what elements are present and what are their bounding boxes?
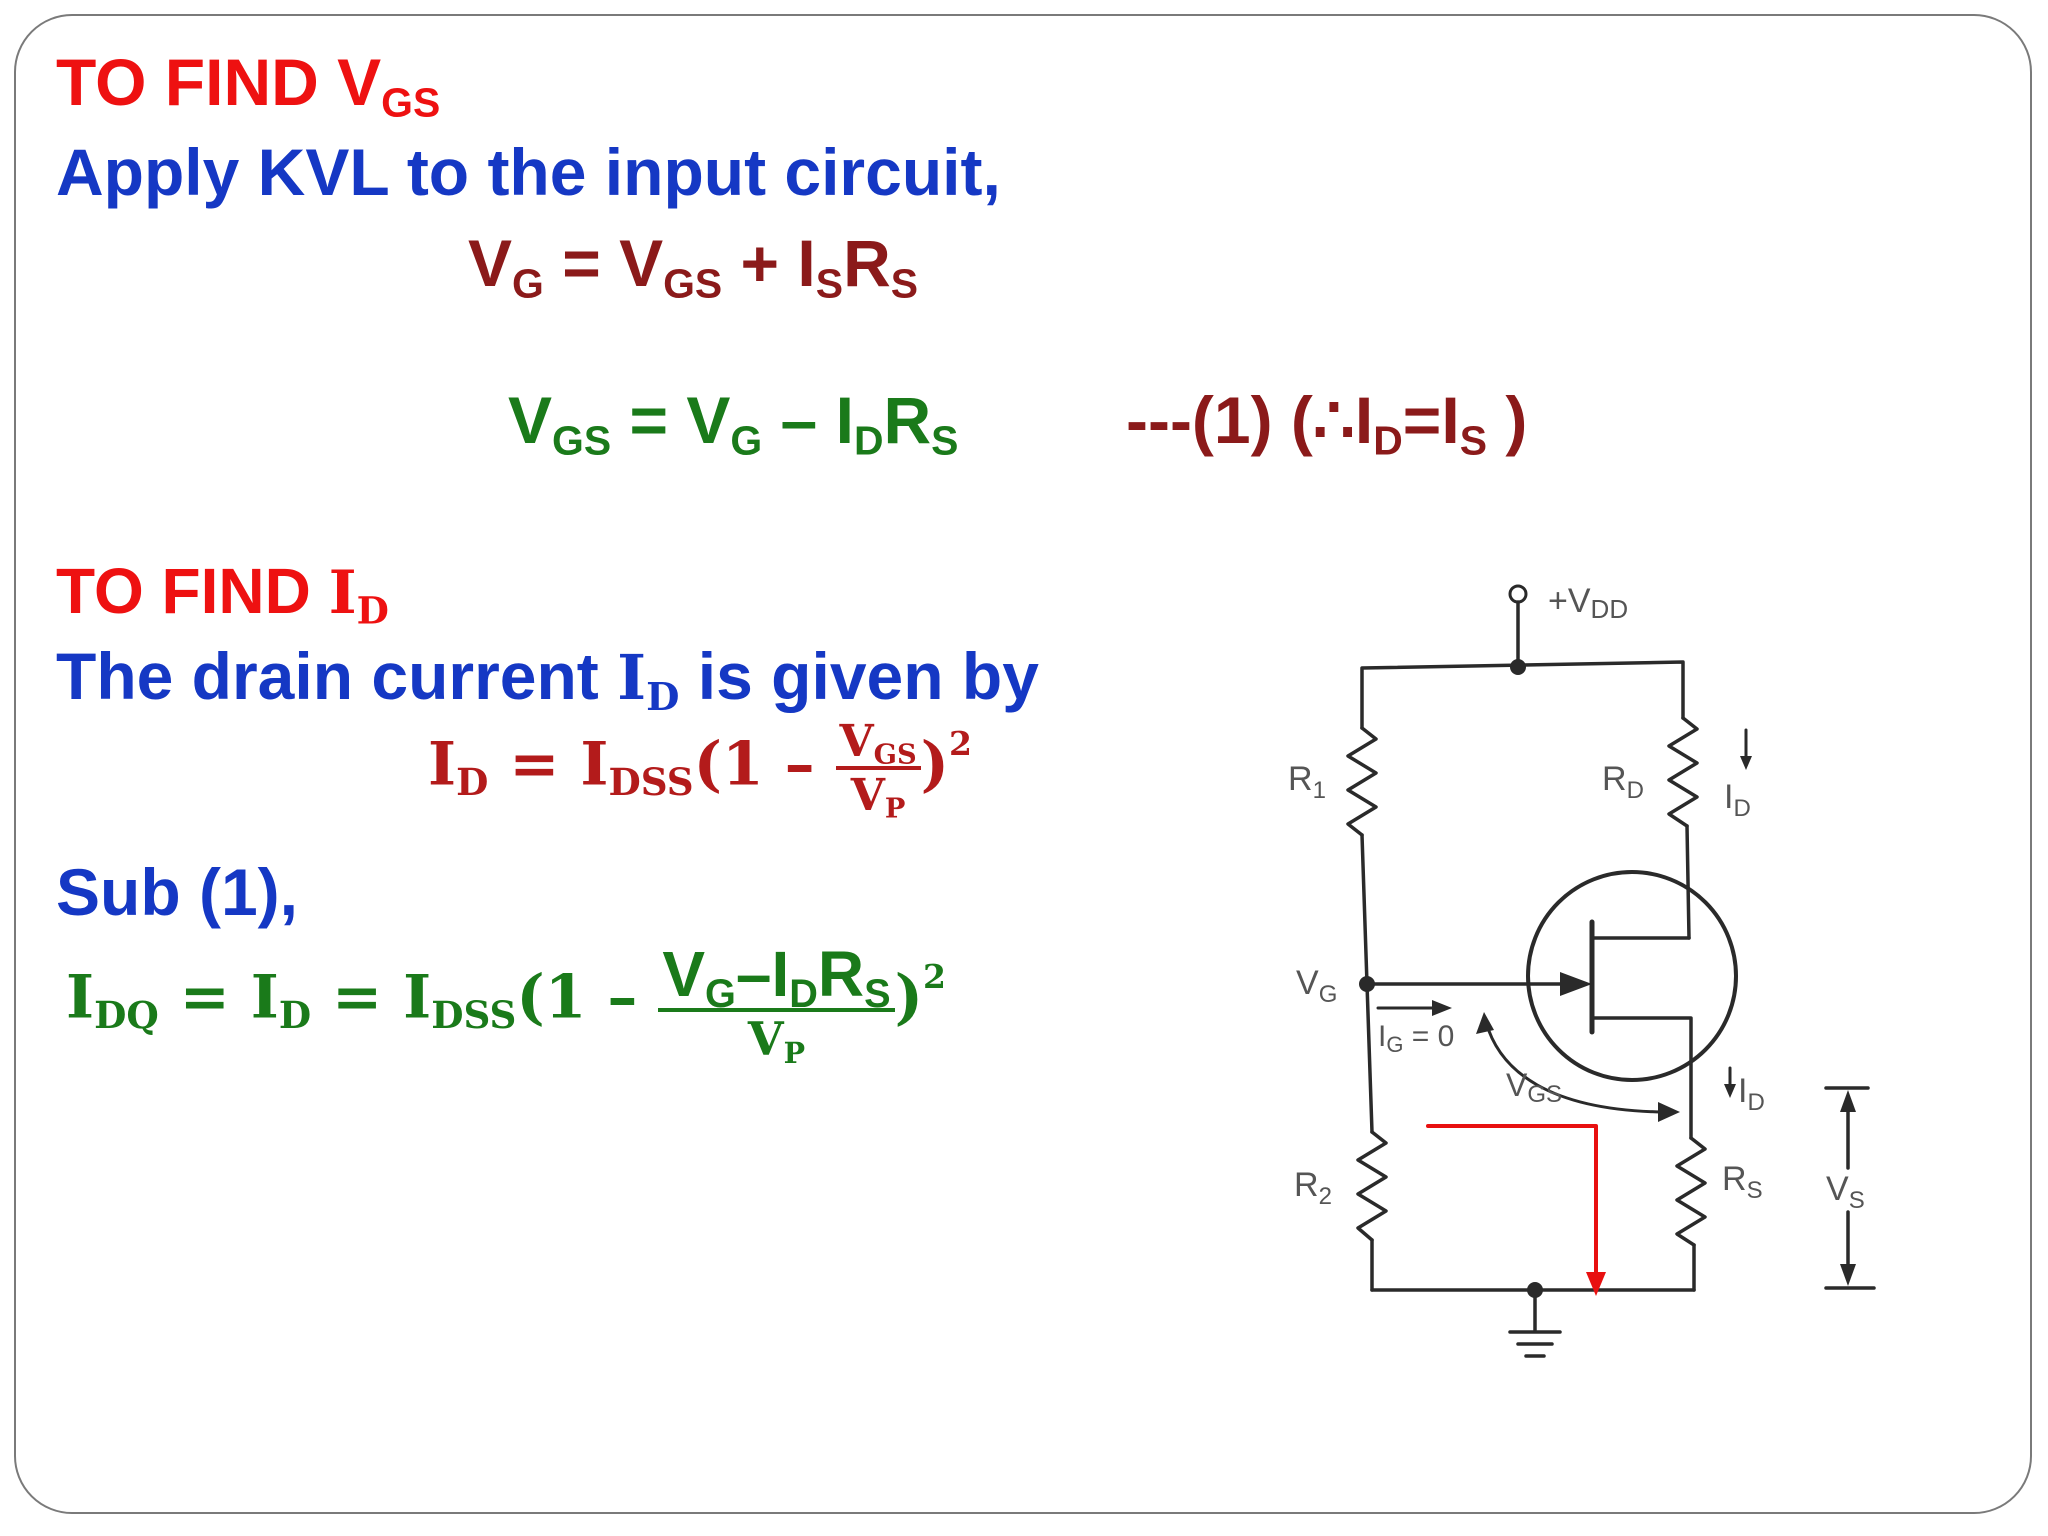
vgs-label: VGS (1506, 1067, 1562, 1108)
kvl-loop-arrowhead (1586, 1272, 1606, 1296)
kvl-loop-path (1426, 1124, 1598, 1286)
vs-label: VS (1826, 1170, 1865, 1214)
vg-to-r2-wire (1365, 982, 1374, 1134)
id-top-label: ID (1724, 778, 1751, 822)
equation-1-note: ---(1) (∴ID=IS ) (1126, 383, 1528, 464)
rd-label: RD (1602, 760, 1644, 804)
rd-to-drain-wire (1685, 824, 1691, 940)
vg-label: VG (1296, 964, 1337, 1008)
vdd-label: +VDD (1548, 582, 1628, 624)
id-bottom-arrowhead (1724, 1084, 1736, 1098)
ig-label: IG = 0 (1378, 1020, 1454, 1057)
r1-resistor (1346, 726, 1378, 837)
jfet-source-lead (1590, 1016, 1693, 1140)
jfet-body (1526, 870, 1738, 1082)
gate-arrow (1560, 972, 1592, 996)
rs-label: RS (1722, 1160, 1763, 1204)
vgs-arc-arrow-bottom (1658, 1102, 1680, 1122)
vgs-arc-arrow-top (1476, 1012, 1494, 1034)
rd-resistor (1667, 716, 1699, 828)
rs-resistor (1675, 1136, 1707, 1247)
heading-find-id: TO FIND ID (56, 555, 389, 633)
vdd-node-dot (1510, 659, 1526, 675)
vdd-terminal (1508, 584, 1528, 604)
r1-to-vg-wire (1360, 833, 1369, 986)
drain-current-intro: The drain current ID is given by (56, 639, 1039, 720)
vgs-arc (1484, 1020, 1664, 1114)
vgs-equation: VGS = VG – IDRS (508, 383, 959, 464)
kvl-intro-text: Apply KVL to the input circuit, (56, 135, 1001, 209)
r2-label: R2 (1294, 1166, 1332, 1210)
vs-arrow-up (1840, 1090, 1856, 1112)
id-bottom-label: ID (1738, 1072, 1765, 1116)
id-top-arrowhead (1740, 756, 1752, 770)
top-rail-wire (1360, 660, 1685, 730)
heading-find-vgs: TO FIND VGS (56, 45, 441, 126)
kvl-equation: VG = VGS + ISRS (468, 226, 919, 307)
r2-resistor (1356, 1130, 1388, 1242)
r1-label: R1 (1288, 760, 1326, 804)
substitute-label: Sub (1), (56, 855, 298, 929)
ig-arrowhead (1432, 1000, 1452, 1016)
vs-arrow-down (1840, 1264, 1856, 1286)
